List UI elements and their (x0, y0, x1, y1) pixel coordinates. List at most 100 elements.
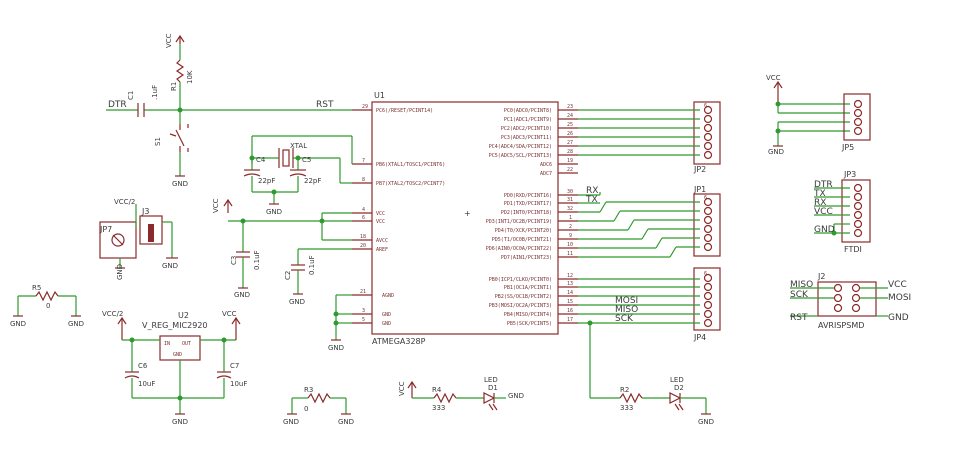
header-pin-num: 6 (704, 103, 707, 109)
u1-pin-num: 5 (362, 317, 365, 323)
j3-name: J3 (141, 207, 149, 216)
u1-pin-num: 13 (567, 281, 573, 287)
r1-name: R1 (170, 82, 178, 91)
u1-pin-num: 19 (567, 158, 573, 164)
jp1-name: JP1 (693, 185, 706, 194)
ftdi-pin-label: TX (813, 189, 826, 199)
c5-name: C5 (302, 156, 311, 164)
u1-atmega328p[interactable]: U1 ATMEGA328P (352, 91, 578, 346)
isp-pin-label: GND (888, 313, 909, 323)
u1-pin-num: 4 (362, 207, 365, 213)
avrisp-label: AVRISPSMD (818, 321, 864, 330)
r1-value: 10K (186, 70, 194, 84)
u1-pin-label: PD2(INT0/PCINT18) (501, 210, 552, 216)
reset-circuit: RST DTR C1 .1uF R1 10K VCC S1 GND (106, 33, 352, 188)
u1-pin-label: GND (382, 321, 391, 327)
gnd-label: GND (172, 418, 188, 426)
u1-pin-num: 3 (362, 308, 365, 314)
junction (775, 128, 781, 134)
rx-net-label: RX (586, 186, 598, 196)
u1-pin-label: PB1(OC1A/PCINT1) (504, 285, 552, 291)
u1-pin-label: GND (382, 312, 391, 318)
u1-pin-num: 31 (567, 197, 573, 203)
junction (775, 101, 781, 107)
jp2-name: JP2 (693, 165, 706, 174)
u1-pin-num: 11 (567, 251, 573, 257)
r3-value: 0 (304, 405, 308, 413)
j2-name: J2 (817, 272, 825, 281)
u1-pin-label: PD0(RXD/PCINT16) (504, 193, 552, 199)
gnd-label: GND (508, 392, 524, 400)
isp-pin-label: MOSI (888, 293, 911, 303)
u1-pin-label: PD5(T1/OC0B/PCINT21) (492, 237, 552, 243)
jp4-header[interactable]: MOSI MISO SCK 6 JP4 (578, 267, 721, 342)
isp-pin-label: RST (790, 313, 808, 323)
d1-name: D1 (488, 384, 498, 392)
u1-pin-label: PB4(MISO/PCINT4) (504, 312, 552, 318)
u1-pin-label: PB0(ICP1/CLKO/PCINT0) (489, 277, 552, 283)
u1-pin-num: 10 (567, 242, 573, 248)
power-led[interactable]: VCC R4 333 LED D1 GND (398, 376, 524, 412)
u2-value: V_REG_MIC2920 (142, 321, 208, 330)
gnd-label: GND (234, 291, 250, 299)
ftdi-pin-label: GND (814, 225, 835, 235)
u1-pin-label: PC5(ADC5/SCL/PCINT13) (489, 153, 552, 159)
ftdi-pin-label: DTR (814, 180, 833, 190)
u1-pin-num: 15 (567, 299, 573, 305)
u1-pin-label: ADC7 (540, 171, 552, 177)
r4-name: R4 (432, 386, 442, 394)
jp5-name: JP5 (841, 143, 854, 152)
u1-pin-num: 8 (362, 177, 365, 183)
vcc-label: VCC (766, 74, 781, 82)
tx-net-label: TX (585, 195, 598, 205)
u1-pin-num: 28 (567, 149, 573, 155)
r4-value: 333 (432, 404, 445, 412)
u1-pin-num: 17 (567, 317, 573, 323)
junction (831, 230, 837, 236)
u1-pin-label: PC1(ADC1/PCINT9) (504, 117, 552, 123)
jp3-ftdi-header[interactable]: JP3 FTDI DTR TX RX VCC GND (813, 170, 871, 254)
r3-resistor[interactable]: R3 0 GND GND (283, 386, 354, 426)
ftdi-label: FTDI (844, 245, 862, 254)
u2-voltage-regulator[interactable]: U2 V_REG_MIC2920 IN OUT GND VCC/2 VCC C6… (102, 310, 247, 426)
header-pin-num: 6 (704, 271, 707, 277)
junction (333, 311, 339, 317)
r5-value: 0 (46, 302, 50, 310)
u1-pin-label: PC3(ADC3/PCINT11) (501, 135, 552, 141)
c3-value: 0.1uF (253, 250, 261, 270)
u2-name: U2 (178, 311, 189, 320)
c5-value: 22pF (304, 177, 321, 185)
u1-pin-label: PC4(ADC4/SDA/PCINT12) (489, 144, 552, 150)
led1-label: LED (484, 376, 498, 384)
u1-pin-num: 25 (567, 122, 573, 128)
sck-led[interactable]: R2 333 LED D2 GND (587, 320, 715, 427)
u1-pin-label: VCC (376, 211, 385, 217)
sck-net-label: SCK (615, 314, 634, 324)
isp-pin-label: VCC (888, 280, 907, 290)
jp7-j3-power-jack[interactable]: JP7 J3 VCC/2 GND GND (99, 198, 178, 280)
u1-pin-label: PD3(INT1/OC2B/PCINT19) (486, 219, 552, 225)
u1-pin-num: 18 (360, 234, 366, 240)
jp4-name: JP4 (693, 333, 706, 342)
u1-pin-label: AVCC (376, 238, 388, 244)
jp5-header[interactable]: VCC GND JP5 (766, 74, 871, 156)
j2-avrisp-header[interactable]: J2 AVRISPSMD MISO SCK RST VCC MOSI GND (790, 272, 911, 330)
gnd-label: GND (768, 148, 784, 156)
jp2-header[interactable]: 6 JP2 (578, 101, 721, 174)
u1-pin-label: PD4(T0/XCK/PCINT20) (495, 228, 552, 234)
u1-pin-label: ADC6 (540, 162, 552, 168)
vcc-label: VCC (222, 310, 237, 318)
u1-pin-num: 23 (567, 104, 573, 110)
u1-value: ATMEGA328P (372, 337, 426, 346)
u1-pin-label: AREF (376, 247, 388, 253)
r5-resistor[interactable]: R5 0 GND GND (10, 284, 84, 328)
gnd-label: GND (10, 320, 26, 328)
jp1-header[interactable]: RX TX 6 JP1 (578, 185, 721, 258)
gnd-label: GND (338, 418, 354, 426)
u1-pin-label: PB7(XTAL2/TOSC2/PCINT7) (376, 181, 445, 187)
led2-label: LED (670, 376, 684, 384)
isp-pin-label: MISO (790, 280, 813, 290)
u1-pin-label: PB2(SS/OC1B/PCINT2) (495, 294, 552, 300)
gnd-label: GND (289, 298, 305, 306)
